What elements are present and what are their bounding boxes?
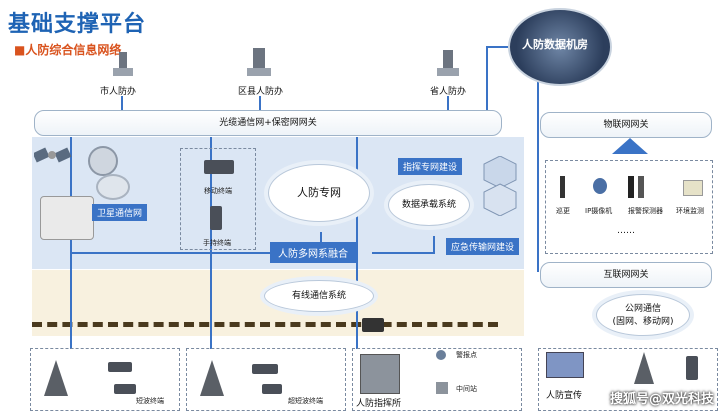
node-city — [106, 52, 140, 82]
tower-icon — [200, 360, 224, 396]
handheld-terminal-label: 手持终端 — [203, 239, 231, 247]
iot-device-label: 环境监测 — [676, 207, 704, 215]
data-system-label: 数据承载系统 — [401, 200, 456, 210]
detector-icon — [638, 176, 644, 198]
shortwave-device-icon — [108, 362, 132, 372]
internet-gateway-bus: 互联网网关 — [540, 262, 712, 288]
patrol-icon — [560, 176, 565, 198]
emergency-net-tag: 应急传输网建设 — [446, 238, 520, 255]
label-province: 省人防办 — [430, 87, 467, 97]
iot-more: …… — [617, 226, 635, 236]
node-district — [247, 48, 275, 82]
public-net-sub: (固网、移动网) — [612, 317, 674, 327]
relay-station-label: 中间站 — [456, 385, 477, 393]
dish-icon — [96, 174, 130, 200]
iot-device-label: 巡更 — [556, 207, 570, 215]
mobile-terminal-icon — [204, 160, 234, 174]
terminals-box — [180, 148, 256, 250]
public-net-cloud: 公网通信 (固网、移动网) — [596, 294, 690, 336]
ultrashort-device-icon — [262, 384, 282, 394]
label-district: 区县人防办 — [238, 87, 284, 97]
iot-devices-box — [545, 160, 713, 254]
server-icon — [437, 50, 459, 76]
pdn-cloud: 人防专网 — [268, 164, 370, 222]
ultrashort-device-icon — [252, 364, 278, 374]
camera-icon — [593, 178, 607, 194]
server-icon — [247, 48, 271, 76]
page-title: 基础支撑平台 — [8, 12, 147, 37]
mobile-terminal-label: 移动终端 — [204, 187, 232, 195]
promo-label: 人防宣传 — [546, 391, 583, 401]
satellite-icon — [32, 144, 72, 166]
phone-icon — [362, 318, 384, 332]
screen-icon — [546, 352, 584, 378]
dashed-trunk-line — [32, 322, 498, 327]
building-icon — [360, 354, 400, 394]
datacenter-label: 人防数据机房 — [522, 38, 588, 51]
fusion-tag: 人防多网系融合 — [270, 242, 356, 263]
pdn-label: 人防专网 — [297, 186, 341, 199]
wired-cloud: 有线通信系统 — [264, 280, 374, 312]
wired-label: 有线通信系统 — [291, 291, 346, 301]
label-city: 市人防办 — [100, 87, 137, 97]
data-system-cloud: 数据承载系统 — [388, 184, 470, 226]
detector-icon — [628, 176, 634, 198]
alarm-point-label: 警报点 — [456, 351, 477, 359]
fiber-gateway-bus: 光缆通信网+保密网网关 — [34, 110, 502, 136]
dish-icon — [88, 146, 118, 176]
tower-icon — [634, 352, 654, 384]
datacenter-node — [508, 8, 612, 86]
iot-device-label: IP摄像机 — [585, 207, 613, 215]
shortwave-label: 短波终端 — [136, 397, 164, 405]
internet-gateway-label: 互联网网关 — [603, 270, 649, 280]
truck-icon — [40, 196, 94, 240]
env-monitor-icon — [683, 180, 703, 196]
iot-gateway-bus: 物联网网关 — [540, 112, 712, 138]
fiber-gateway-label: 光缆通信网+保密网网关 — [219, 118, 317, 128]
server-icon — [113, 52, 133, 76]
public-net-label: 公网通信 — [624, 304, 661, 314]
watermark: 搜狐号@双光科技 — [609, 392, 714, 407]
node-province — [436, 50, 464, 82]
shortwave-device-icon — [114, 384, 136, 394]
iot-device-label: 报警探测器 — [628, 207, 663, 215]
up-arrow-icon — [612, 138, 648, 154]
relay-icon — [436, 382, 448, 394]
tower-icon — [44, 360, 68, 396]
alarm-icon — [436, 350, 446, 360]
satellite-net-tag: 卫星通信网 — [92, 204, 148, 221]
ultrashort-label: 超短波终端 — [288, 397, 323, 405]
handheld-terminal-icon — [210, 206, 222, 230]
command-net-tag: 指挥专网建设 — [398, 158, 463, 175]
hexagon-array-icon — [482, 155, 518, 217]
radio-icon — [686, 356, 698, 380]
section-subtitle: ■人防综合信息网络 — [14, 43, 122, 57]
iot-gateway-label: 物联网网关 — [603, 120, 649, 130]
command-post-label: 人防指挥所 — [356, 399, 402, 409]
